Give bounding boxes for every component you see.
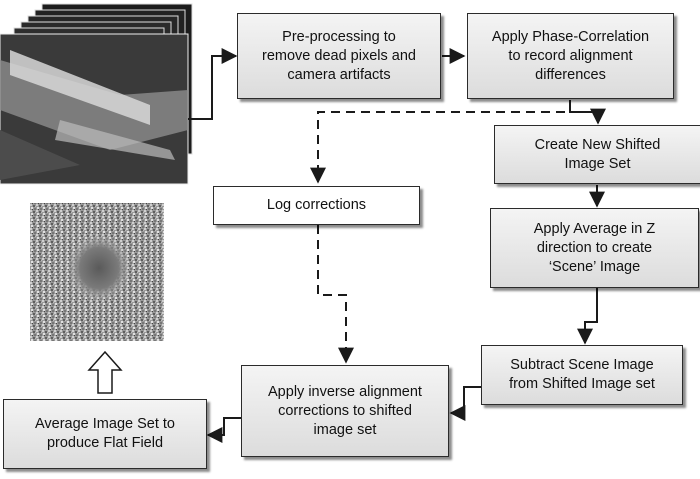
subtract-scene-label: Subtract Scene Image from Shifted Image …	[509, 357, 655, 392]
preprocess-box: Pre-processing to remove dead pixels and…	[237, 13, 441, 99]
log-corrections-label: Log corrections	[266, 197, 367, 213]
dashed-arrow-log-to-inverse	[317, 225, 354, 364]
input-image-stack	[0, 3, 193, 185]
phase-correlation-box: Apply Phase-Correlation to record alignm…	[467, 13, 674, 99]
arrow-phase-to-create	[569, 100, 606, 125]
arrow-subtract-to-inverse	[449, 386, 481, 421]
dashed-arrow-phase-to-log	[310, 111, 565, 184]
arrow-inverse-to-average-flat	[206, 417, 241, 443]
inverse-alignment-box: Apply inverse alignment corrections to s…	[241, 365, 449, 457]
arrow-average-to-subtract	[577, 288, 598, 345]
average-z-box: Apply Average in Z direction to create ‘…	[490, 208, 699, 288]
create-shifted-box: Create New Shifted Image Set	[494, 125, 700, 184]
average-flat-field-label: Average Image Set to produce Flat Field	[35, 416, 175, 451]
preprocess-label: Pre-processing to remove dead pixels and…	[262, 28, 416, 83]
create-shifted-label: Create New Shifted Image Set	[534, 136, 661, 172]
average-flat-field-box: Average Image Set to produce Flat Field	[3, 399, 207, 469]
inverse-alignment-label: Apply inverse alignment corrections to s…	[268, 383, 422, 438]
arrow-stack-to-preprocess	[188, 48, 238, 120]
log-corrections-box: Log corrections	[213, 186, 420, 225]
average-z-label: Apply Average in Z direction to create ‘…	[533, 220, 656, 275]
flat-field-image	[30, 203, 164, 341]
hollow-up-arrow-icon	[87, 350, 123, 394]
subtract-scene-box: Subtract Scene Image from Shifted Image …	[481, 345, 683, 405]
phase-correlation-label: Apply Phase-Correlation to record alignm…	[491, 28, 650, 83]
